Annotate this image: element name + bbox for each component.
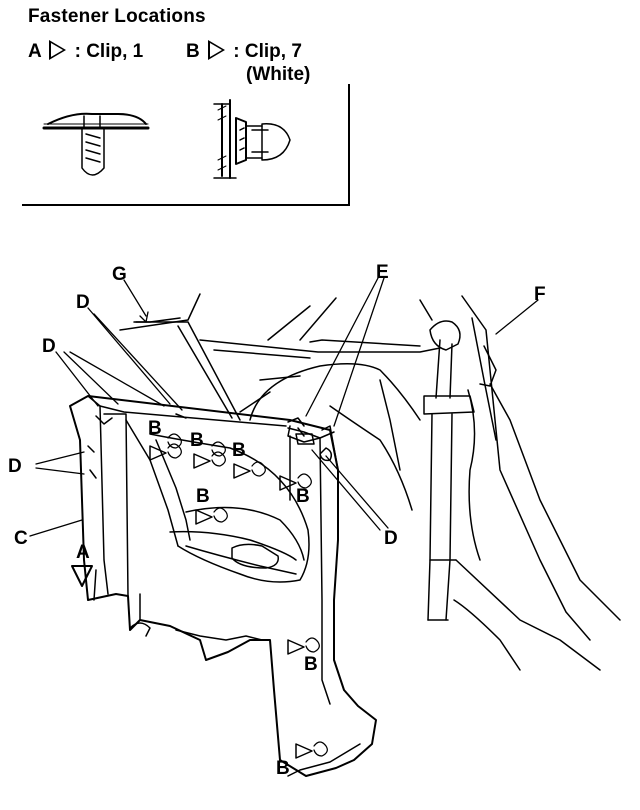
d-clips [87,413,333,479]
legend-a-letter: A [28,41,42,62]
callout-d-3: D [8,456,22,477]
legend-b-letter: B [186,41,200,62]
callout-e: E [376,262,389,283]
callout-a: A [76,542,90,563]
callout-d-1: D [76,292,90,313]
legend-a-description: : Clip, 1 [74,41,144,62]
callout-b-7: B [276,758,290,779]
callout-b-2: B [190,430,204,451]
callout-c: C [14,528,28,549]
callout-labels: G D D D C A E F D B B B B B B B [8,262,546,779]
a-clip-marker [71,565,93,587]
triangle-marker-icon [208,40,226,60]
callout-b-3: B [232,440,246,461]
body-structure [119,293,621,671]
callout-b-5: B [196,486,210,507]
seat-belt [423,320,475,621]
legend-clip-b: B : Clip, 7 [186,40,302,63]
b-clip-markers [149,433,328,759]
callout-b-4: B [296,486,310,507]
legend-clip-a: A : Clip, 1 [28,40,143,63]
callout-g: G [112,264,127,285]
callout-b-6: B [304,654,318,675]
leader-lines [29,277,539,537]
legend-b-color: (White) [246,64,311,85]
callout-d-2: D [42,336,56,357]
clip-a-illustration [42,112,150,176]
callout-f: F [534,284,546,305]
legend-b-description: : Clip, 7 [233,41,302,62]
callout-d-4: D [384,528,398,549]
page-title: Fastener Locations [28,6,206,27]
legend-frame [22,84,350,206]
clip-b-illustration [213,99,291,179]
triangle-marker-icon [49,40,67,60]
callout-b-1: B [148,418,162,439]
quarter-trim-panel [69,395,377,777]
